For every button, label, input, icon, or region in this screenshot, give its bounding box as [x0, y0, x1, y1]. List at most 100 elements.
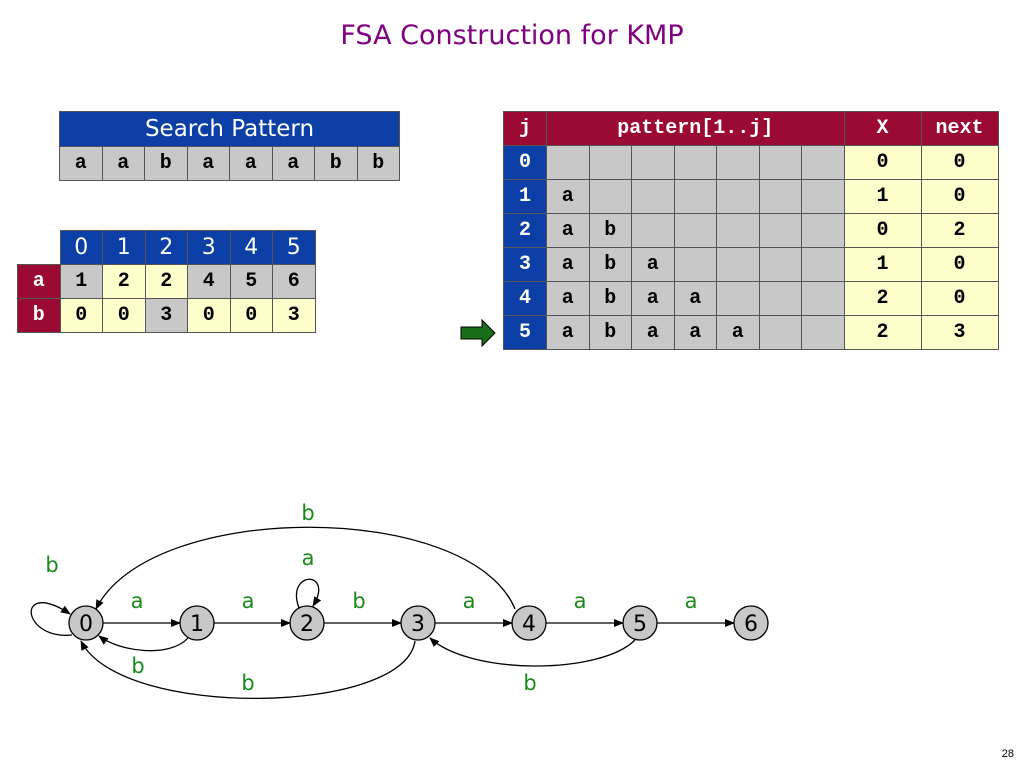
- fsa-edge-label: b: [45, 553, 58, 577]
- kmp-cell-pattern-char: [673, 213, 717, 248]
- kmp-header-x: X: [843, 111, 922, 146]
- kmp-cell-pattern-char: a: [546, 179, 590, 214]
- kmp-cell-pattern-char: a: [673, 315, 717, 350]
- kmp-cell-pattern-char: [546, 145, 590, 180]
- pattern-char: a: [229, 146, 273, 181]
- pattern-char: b: [356, 146, 400, 181]
- kmp-cell-pattern-char: [716, 281, 760, 316]
- kmp-cell-pattern-char: b: [588, 315, 632, 350]
- dfa-cell: 3: [144, 298, 188, 333]
- pattern-char: b: [144, 146, 188, 181]
- dfa-column-header: 4: [229, 230, 273, 265]
- kmp-cell-next: 0: [920, 179, 999, 214]
- kmp-header-j: j: [503, 111, 547, 146]
- dfa-cell: 5: [229, 264, 273, 299]
- kmp-cell-next: 0: [920, 281, 999, 316]
- dfa-row-header: b: [17, 298, 61, 333]
- kmp-cell-pattern-char: [758, 179, 802, 214]
- search-pattern-table: Search Pattern a a b a a a b b: [59, 111, 400, 181]
- dfa-column-header: 3: [187, 230, 231, 265]
- dfa-cell: 1: [59, 264, 103, 299]
- fsa-state-node: [289, 605, 325, 641]
- kmp-cell-pattern-char: [588, 145, 632, 180]
- kmp-cell-pattern-char: b: [588, 247, 632, 282]
- fsa-state-label: 5: [633, 612, 647, 637]
- kmp-header-next: next: [920, 111, 999, 146]
- kmp-cell-pattern-char: [588, 179, 632, 214]
- kmp-cell-x: 2: [843, 281, 922, 316]
- fsa-state-label: 1: [190, 612, 204, 637]
- kmp-cell-pattern-char: a: [546, 247, 590, 282]
- arrow-right-icon: [460, 318, 496, 347]
- kmp-cell-j: 0: [503, 145, 547, 180]
- dfa-cell: 0: [187, 298, 231, 333]
- search-pattern-header: Search Pattern: [59, 111, 400, 147]
- kmp-cell-next: 0: [920, 145, 999, 180]
- fsa-edge-label: b: [352, 589, 365, 613]
- slide-title: FSA Construction for KMP: [340, 20, 684, 51]
- kmp-header-row: j pattern[1..j] X next: [503, 111, 999, 146]
- fsa-state-label: 2: [300, 612, 314, 637]
- fsa-state-node: [511, 605, 547, 641]
- kmp-cell-pattern-char: a: [716, 315, 760, 350]
- dfa-column-header: 2: [144, 230, 188, 265]
- kmp-cell-next: 2: [920, 213, 999, 248]
- kmp-cell-pattern-char: a: [673, 281, 717, 316]
- kmp-cell-j: 5: [503, 315, 547, 350]
- pattern-char: b: [314, 146, 358, 181]
- kmp-cell-pattern-char: a: [631, 281, 675, 316]
- fsa-state-label: 4: [522, 612, 536, 637]
- kmp-cell-pattern-char: b: [588, 213, 632, 248]
- dfa-column-header: 0: [59, 230, 103, 265]
- dfa-cell: 0: [102, 298, 146, 333]
- kmp-cell-pattern-char: [801, 281, 845, 316]
- fsa-edge-label: b: [131, 654, 144, 678]
- dfa-column-header: 5: [272, 230, 316, 265]
- kmp-cell-pattern-char: [801, 179, 845, 214]
- fsa-edge-4-0: [95, 526, 516, 610]
- kmp-cell-pattern-char: a: [546, 281, 590, 316]
- pattern-char: a: [271, 146, 315, 181]
- dfa-cell: 0: [229, 298, 273, 333]
- dfa-column-header: 1: [102, 230, 146, 265]
- dfa-cell: 0: [59, 298, 103, 333]
- kmp-cell-pattern-char: a: [631, 247, 675, 282]
- dfa-row-b: b 0 0 3 0 0 3: [17, 298, 316, 333]
- pattern-char: a: [101, 146, 145, 181]
- fsa-edge-label: b: [301, 501, 314, 525]
- kmp-cell-pattern-char: [758, 315, 802, 350]
- kmp-cell-pattern-char: [758, 145, 802, 180]
- kmp-cell-pattern-char: a: [631, 315, 675, 350]
- kmp-cell-x: 0: [843, 213, 922, 248]
- pattern-char: a: [59, 146, 103, 181]
- fsa-edge-label: a: [131, 589, 144, 613]
- fsa-edge-2-2: [296, 578, 322, 609]
- fsa-edge-label: b: [523, 671, 536, 695]
- fsa-edge-5-3: [429, 637, 636, 667]
- kmp-header-pattern: pattern[1..j]: [546, 111, 845, 146]
- fsa-state-label: 3: [411, 612, 425, 637]
- kmp-cell-j: 3: [503, 247, 547, 282]
- fsa-edge-label: a: [463, 589, 476, 613]
- kmp-cell-pattern-char: [801, 145, 845, 180]
- kmp-cell-pattern-char: a: [546, 213, 590, 248]
- kmp-cell-j: 1: [503, 179, 547, 214]
- kmp-cell-x: 1: [843, 179, 922, 214]
- pattern-char: a: [186, 146, 230, 181]
- dfa-cell: 2: [144, 264, 188, 299]
- kmp-cell-pattern-char: [758, 247, 802, 282]
- kmp-cell-pattern-char: [758, 281, 802, 316]
- dfa-table: 0 1 2 3 4 5 a 1 2 2 4 5 6 b 0 0 3 0 0 3: [17, 230, 316, 333]
- fsa-state-label: 0: [79, 612, 93, 637]
- fsa-state-node: [400, 605, 436, 641]
- kmp-cell-x: 0: [843, 145, 922, 180]
- kmp-cell-j: 4: [503, 281, 547, 316]
- kmp-cell-x: 1: [843, 247, 922, 282]
- kmp-cell-pattern-char: [801, 213, 845, 248]
- fsa-edge-label: b: [241, 671, 254, 695]
